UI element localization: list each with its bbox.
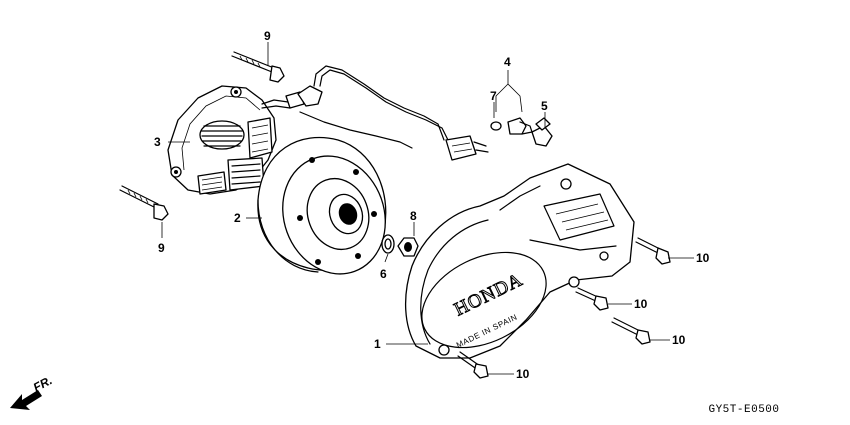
callout-1: 1: [374, 337, 381, 351]
nut: [397, 237, 419, 257]
cover-bolt-b: [575, 287, 609, 311]
cover-bolt-c: [611, 317, 651, 345]
callout-3: 3: [154, 135, 161, 149]
neutral-switch-group: [490, 117, 553, 147]
callout-10-c: 10: [672, 333, 686, 347]
front-direction-label: FR.: [31, 373, 55, 394]
callout-10-a: 10: [696, 251, 710, 265]
callout-9-upper: 9: [264, 29, 271, 43]
callout-5: 5: [541, 99, 548, 113]
bolt-lower: [119, 185, 169, 221]
callout-4: 4: [504, 55, 511, 69]
washer: [381, 234, 395, 254]
figure-code: GY5T-E0500: [708, 404, 779, 416]
callout-2: 2: [234, 211, 241, 225]
leader-lines: [161, 42, 694, 375]
front-direction-arrow-icon: [10, 390, 42, 410]
crankcase-cover: [404, 163, 635, 359]
callout-8: 8: [410, 209, 417, 223]
wire-harness: [297, 65, 489, 161]
cover-bolt-d: [457, 351, 489, 379]
callout-10-d: 10: [516, 367, 530, 381]
callout-9-lower: 9: [158, 241, 165, 255]
callout-7: 7: [490, 89, 497, 103]
stator-assembly: [167, 85, 305, 195]
callout-6: 6: [380, 267, 387, 281]
cover-bolt-a: [635, 237, 671, 265]
bolt-upper: [231, 51, 285, 83]
flywheel: [257, 136, 387, 275]
callout-10-b: 10: [634, 297, 648, 311]
